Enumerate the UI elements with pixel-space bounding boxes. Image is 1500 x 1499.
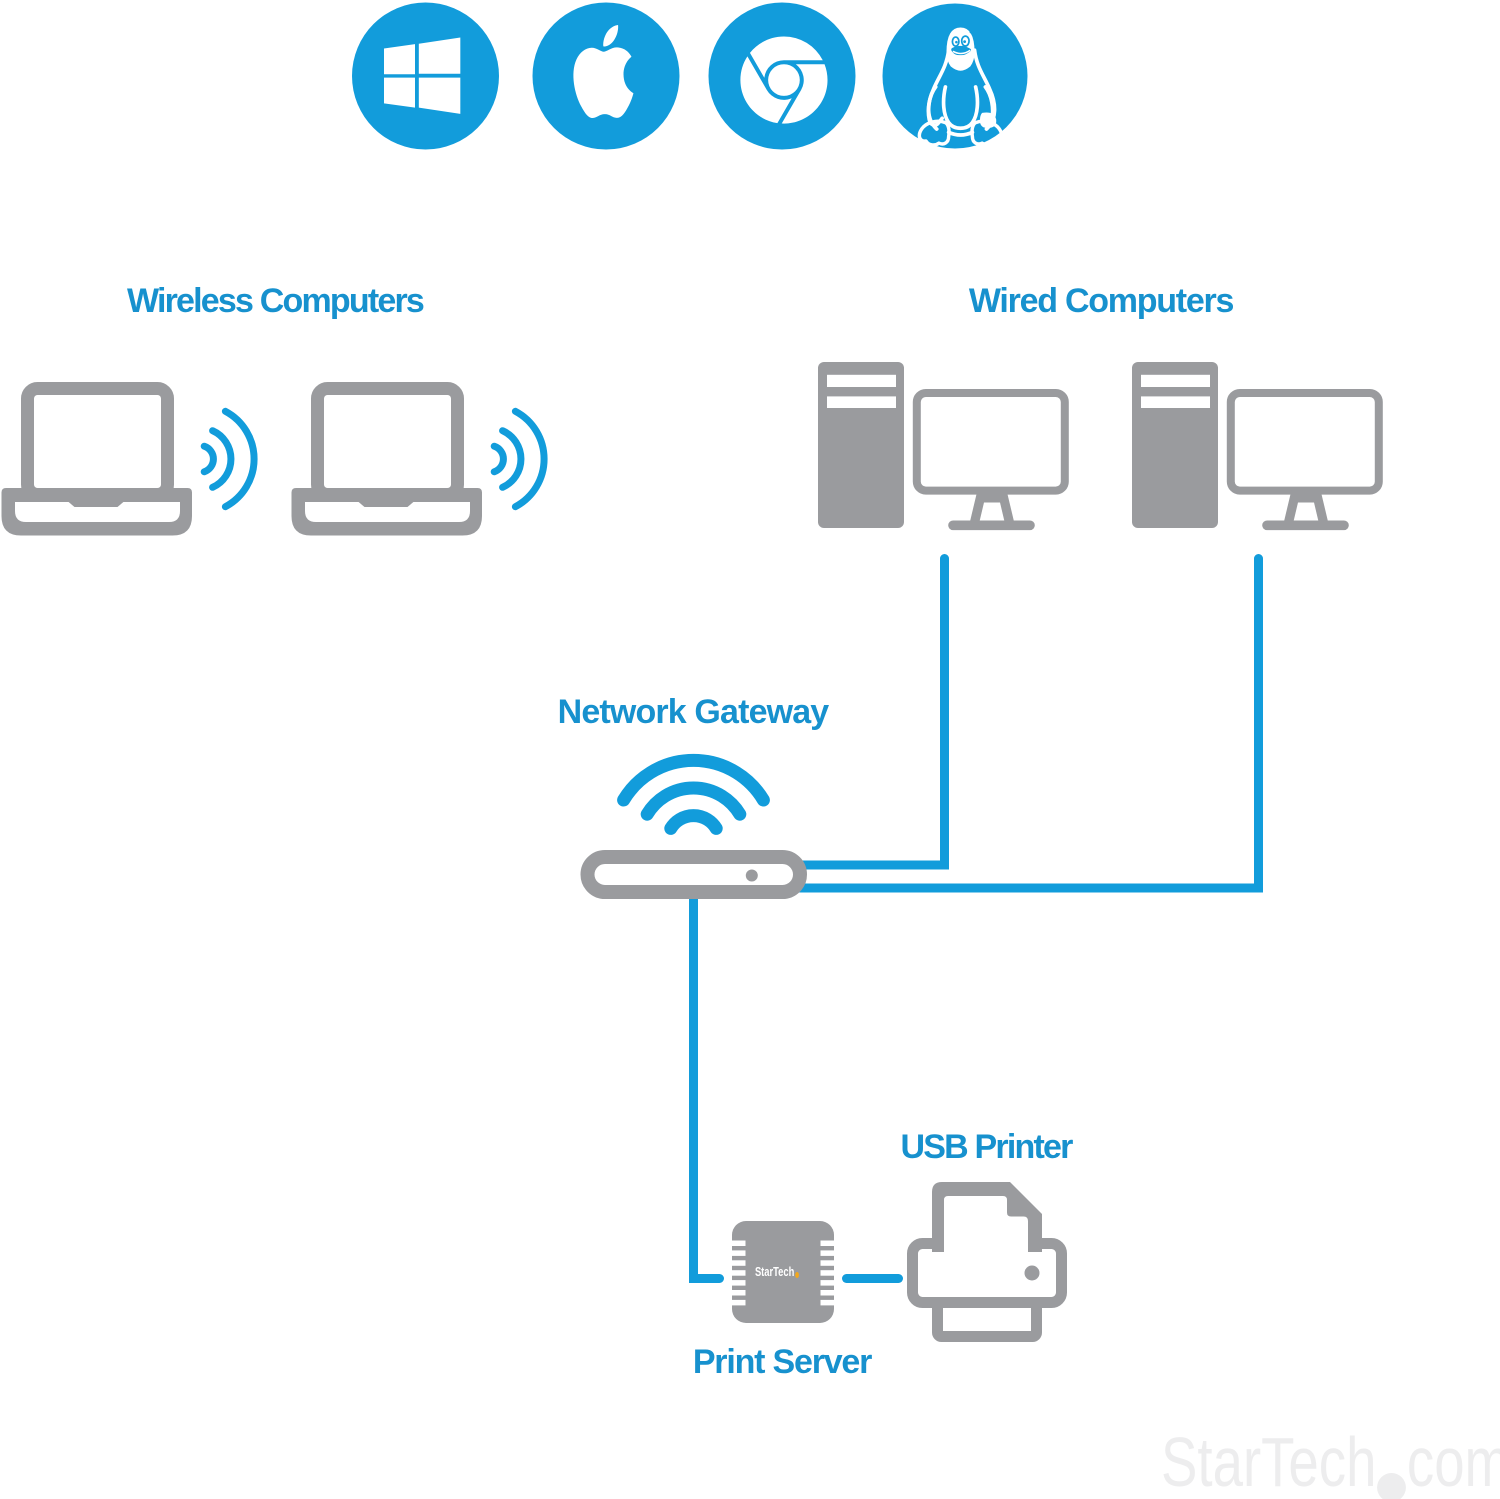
print-server-device	[731, 1221, 835, 1323]
chrome-icon	[708, 2, 856, 150]
platform-icons	[352, 2, 1028, 150]
router-icon	[580, 850, 807, 899]
printer-led	[1024, 1265, 1040, 1281]
printer-icon	[907, 1182, 1067, 1342]
wireless-laptop-2	[292, 389, 545, 536]
windows-icon	[352, 2, 499, 150]
router-led	[745, 869, 758, 882]
usb-printer-label: USB Printer	[900, 1127, 1073, 1166]
wired-computers-label: Wired Computers	[968, 282, 1235, 320]
desktop-computer-icon	[818, 362, 1065, 528]
watermark-dot-icon	[1377, 1473, 1407, 1499]
wired-desktop-2	[1132, 362, 1379, 528]
cable-wired-computer-1	[793, 554, 949, 870]
brand-dot-icon	[795, 1271, 800, 1278]
network-gateway-label: Network Gateway	[557, 693, 830, 731]
wireless-computers-label: Wireless Computers	[126, 282, 425, 320]
laptop-icon	[2, 389, 193, 536]
chip-body	[732, 1221, 834, 1323]
print-server-label: Print Server	[692, 1343, 873, 1381]
wireless-laptop-1	[2, 389, 255, 536]
linux-icon	[882, 3, 1028, 149]
cable-gateway-to-print-server	[689, 890, 724, 1283]
network-gateway-device	[580, 753, 807, 899]
wifi-broadcast-icon	[617, 753, 770, 835]
watermark-brand: StarTech	[1161, 1423, 1377, 1499]
laptop-icon	[292, 389, 483, 536]
network-cables	[689, 554, 1263, 1283]
wifi-signal-icon	[204, 411, 254, 506]
print-server-brand-text: StarTech	[754, 1264, 795, 1279]
wifi-signal-icon	[494, 411, 544, 506]
chip-pins	[731, 1240, 835, 1306]
desktop-computer-icon	[1132, 362, 1379, 528]
watermark: StarTech com	[1161, 1423, 1500, 1499]
apple-icon	[532, 2, 680, 150]
print-server-brand: StarTech	[754, 1264, 800, 1279]
cable-wired-computer-2	[793, 554, 1263, 893]
wired-desktop-1	[818, 362, 1065, 528]
watermark-suffix: com	[1406, 1423, 1500, 1499]
